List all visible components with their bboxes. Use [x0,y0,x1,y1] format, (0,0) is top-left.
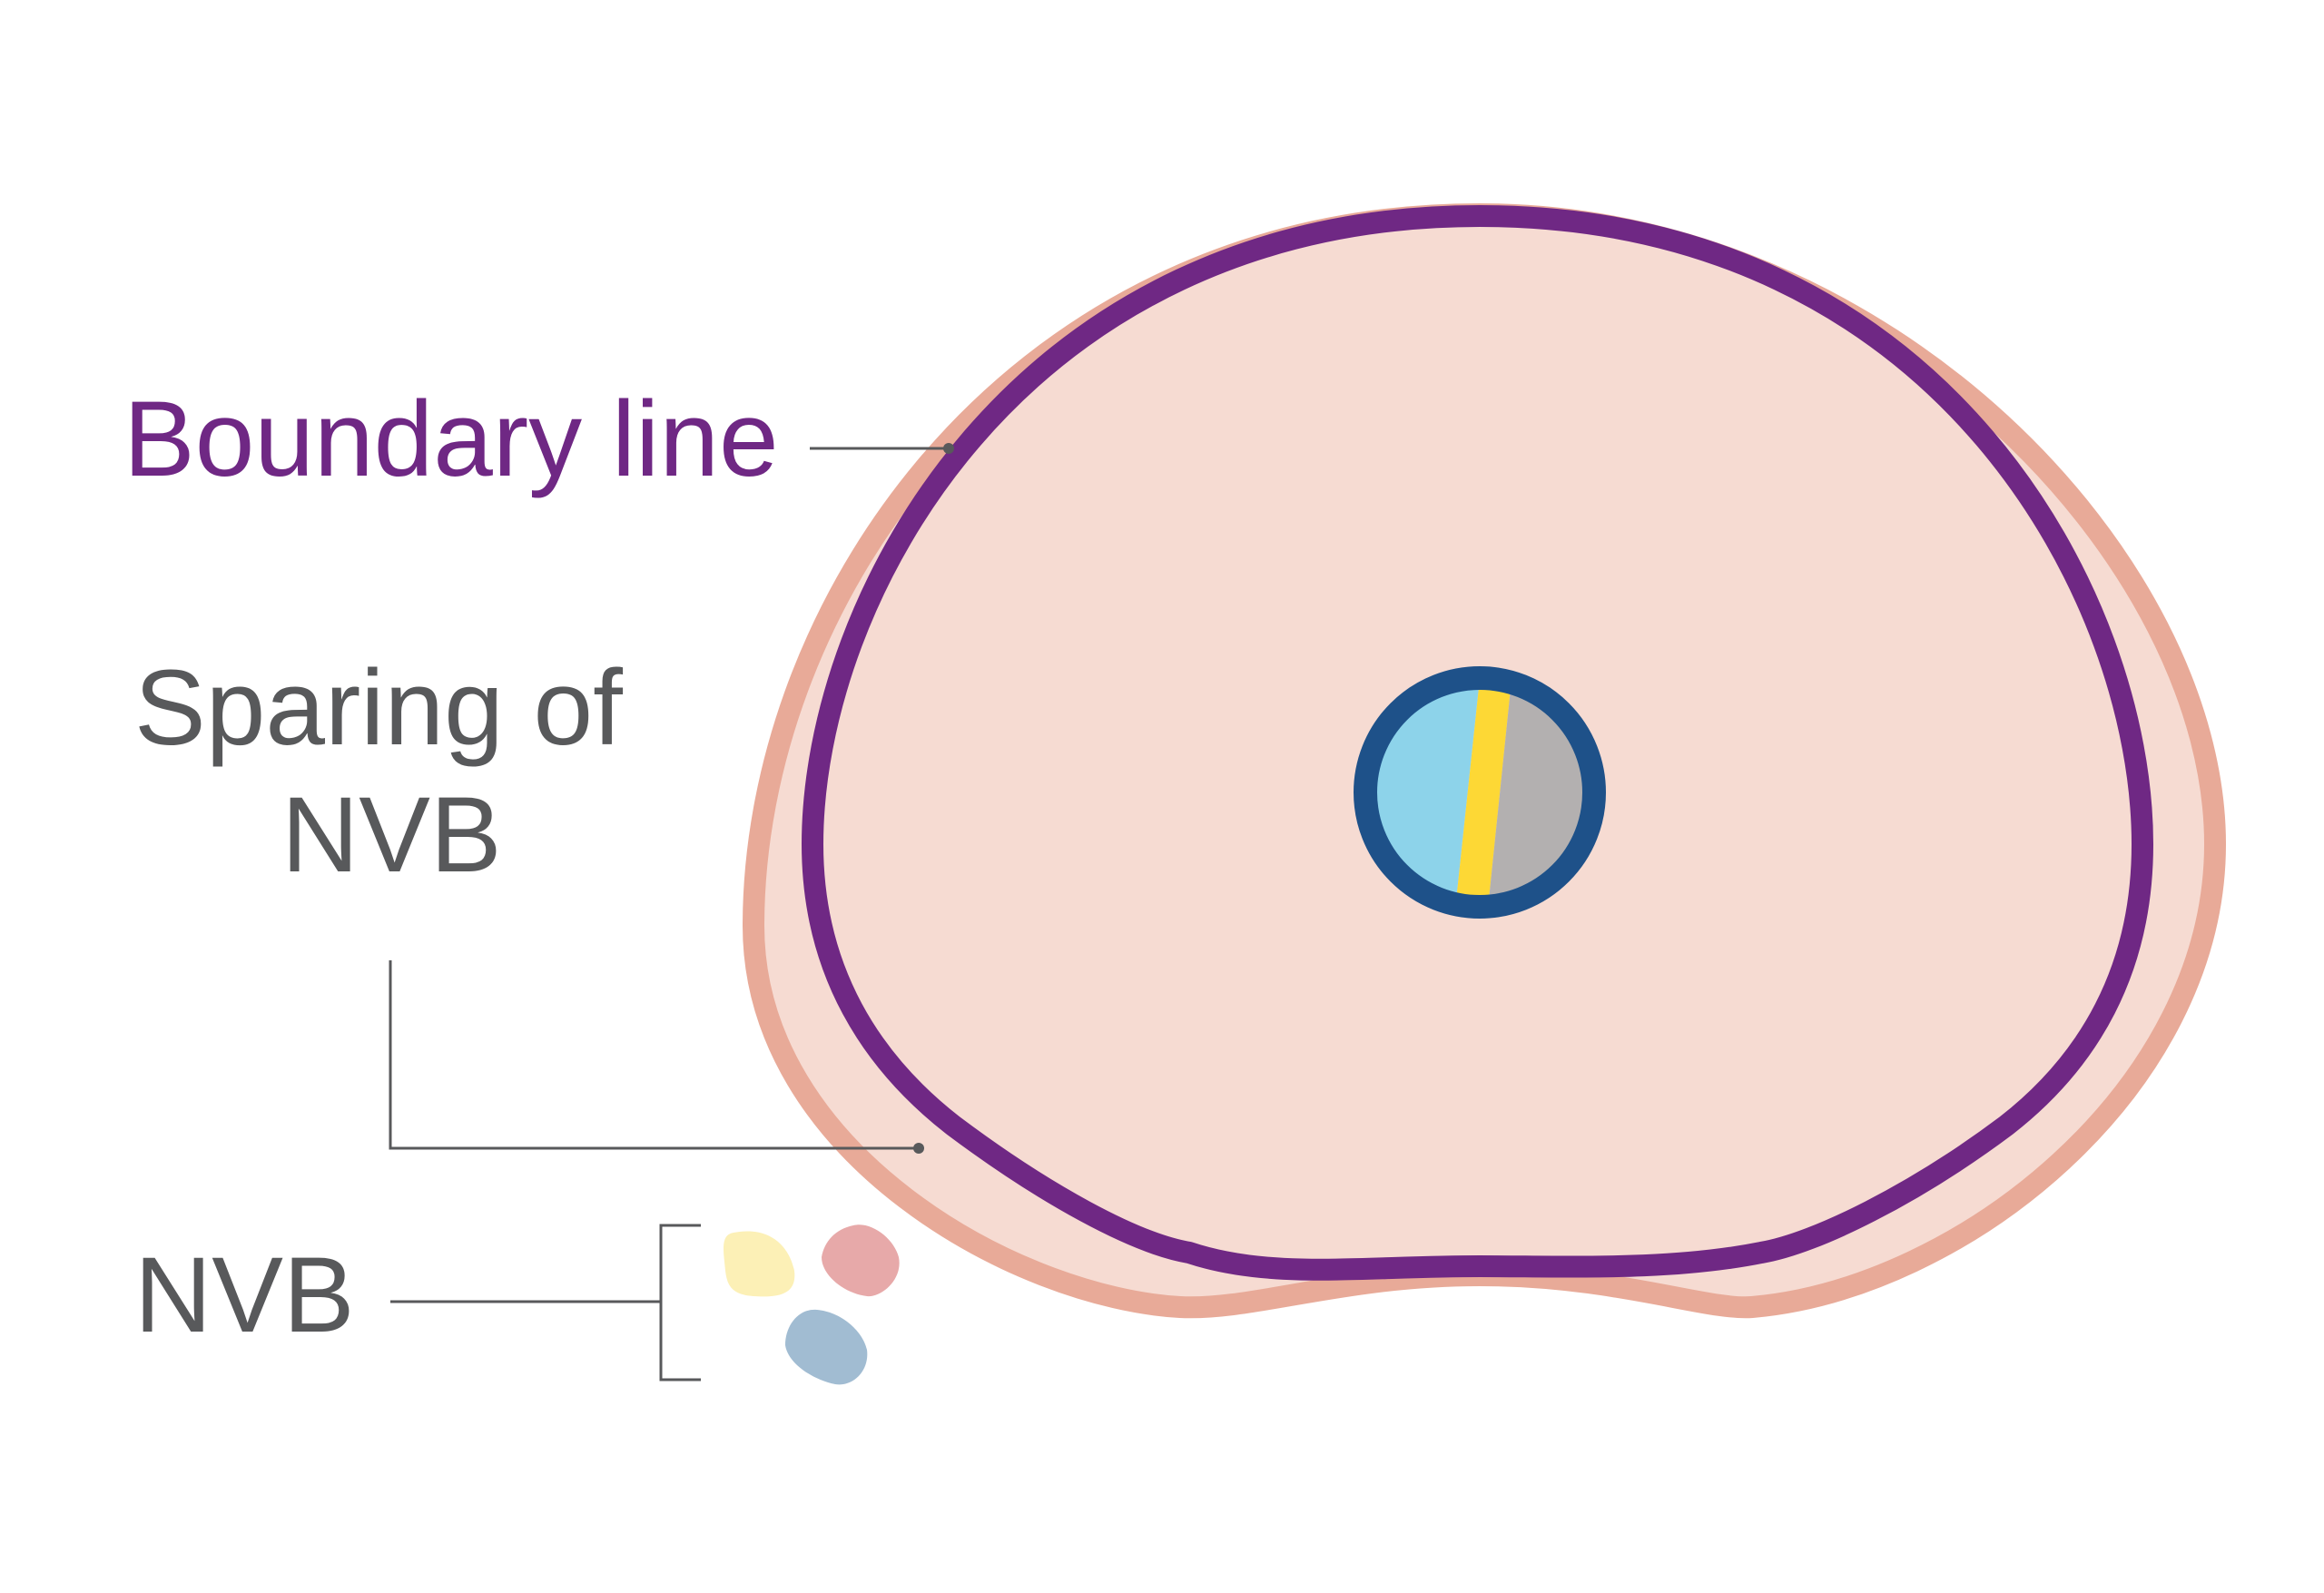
sparing-leader-line [389,960,919,1150]
nvb-yellow-blob [724,1231,795,1297]
urethra [1354,666,1606,919]
nvb-blue-blob [785,1309,868,1385]
sparing-label-line1: Sparing of [134,648,623,768]
urethra-middle-segment [1452,678,1514,907]
boundary-leader-dot [943,443,954,454]
urethra-ring [1354,666,1606,919]
nvb-label: NVB [134,1235,355,1355]
nvb-bracket [659,1224,701,1382]
boundary-line-label: Boundary line [123,379,779,499]
nvb-pink-blob [822,1224,900,1297]
sparing-label-line2: NVB [281,775,502,895]
sparing-leader-dot [913,1143,924,1154]
